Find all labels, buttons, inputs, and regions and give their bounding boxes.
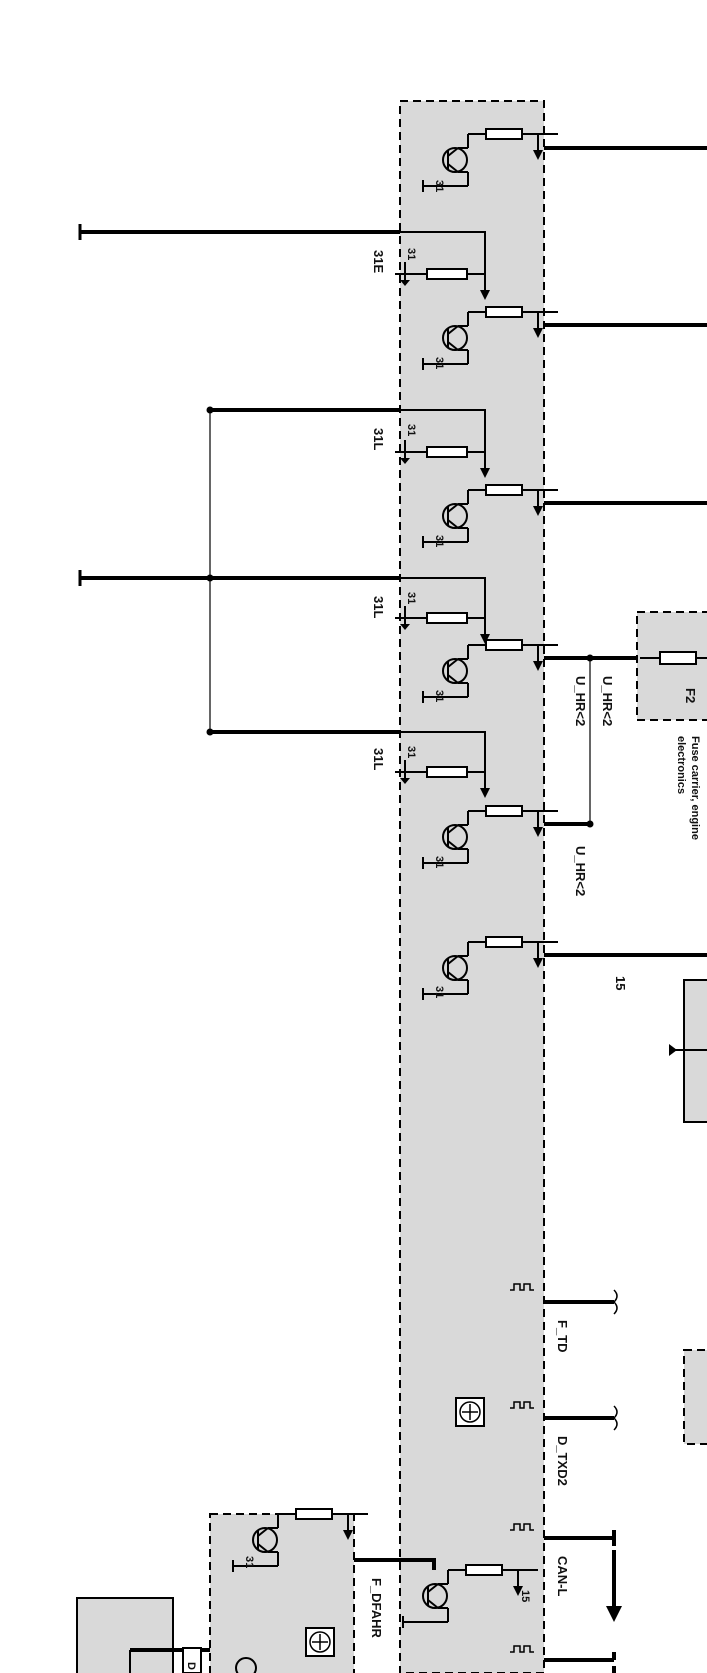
fuse-carrier: [636, 611, 707, 721]
svg-text:31: 31: [405, 746, 417, 758]
signal-label-f-dfahr: F_DFAHR: [369, 1578, 384, 1639]
svg-text:31: 31: [433, 986, 445, 998]
svg-text:31: 31: [433, 690, 445, 702]
svg-text:31: 31: [433, 535, 445, 547]
svg-text:15: 15: [519, 1590, 531, 1602]
wire-label-31L-2: 31L: [371, 596, 386, 618]
fuse-caption-line1: Fuse carrier, engine: [689, 736, 701, 840]
pin-label-d: D: [185, 1662, 197, 1670]
signal-u-hr-c: U_HR<2: [573, 846, 588, 896]
svg-text:31: 31: [433, 357, 445, 369]
svg-text:31: 31: [405, 592, 417, 604]
signal-u-hr-b: U_HR<2: [600, 676, 615, 726]
signal-u-hr-a: U_HR<2: [573, 676, 588, 726]
fuse-caption-line2: electronics: [675, 736, 687, 794]
wire-label-31L-1: 31L: [371, 428, 386, 450]
wire-label-31E: 31E: [371, 250, 386, 273]
svg-text:31: 31: [405, 248, 417, 260]
signal-label-f-td: F_TD: [555, 1320, 570, 1353]
fuse-id: F2: [683, 688, 698, 703]
wire-label-31L-3: 31L: [371, 748, 386, 770]
control-unit-box: [399, 100, 545, 1673]
signal-label-d-txd2: D_TXD2: [555, 1436, 570, 1486]
ground-label: 31: [433, 180, 445, 192]
wire-label-15: 15: [613, 976, 628, 990]
signal-wire-f-dfahr: [354, 1558, 436, 1570]
component-left-partial: [76, 1597, 174, 1673]
svg-text:31: 31: [243, 1556, 255, 1568]
svg-text:31: 31: [433, 856, 445, 868]
svg-text:31: 31: [405, 424, 417, 436]
component-right-dashed: [683, 1349, 707, 1445]
signal-label-can-l: CAN-L: [555, 1556, 570, 1596]
